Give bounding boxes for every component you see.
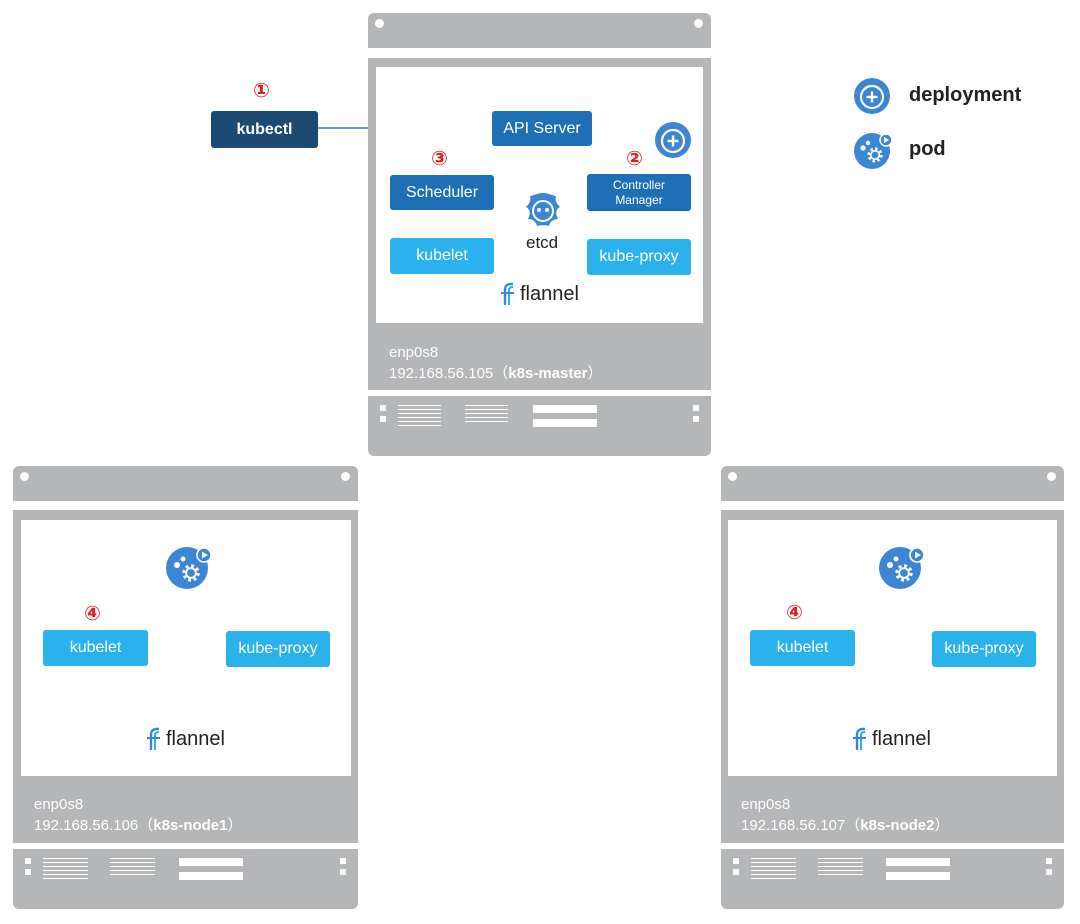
node2-step-4-marker: ④ [786, 602, 803, 624]
node1-hostname: k8s-node1 [153, 817, 228, 834]
node2-flannel-label: flannel [872, 727, 931, 750]
node2-kube-proxy-box: kube-proxy [932, 631, 1036, 667]
node1-network-info: enp0s8 192.168.56.106（k8s-node1） [34, 796, 243, 834]
master-chassis-top [368, 13, 711, 48]
node2-network-info: enp0s8 192.168.56.107（k8s-node2） [741, 796, 950, 834]
master-interface: enp0s8 [389, 344, 439, 361]
node1-kubelet-box: kubelet [43, 630, 148, 666]
node2-chassis-top [721, 466, 1064, 501]
scheduler-box: Scheduler [390, 175, 494, 210]
master-flannel-label: flannel [520, 282, 579, 305]
master-network-info: enp0s8 192.168.56.105（k8s-master） [389, 344, 603, 382]
flannel-icon [853, 727, 866, 750]
master-chassis-bottom [368, 396, 711, 456]
kubectl-box: kubectl [211, 111, 318, 148]
controller-manager-line1: Controller [612, 177, 666, 192]
node1-interface: enp0s8 [34, 796, 84, 813]
node1-kube-proxy-box: kube-proxy [226, 631, 330, 667]
master-deployment-icon [655, 122, 691, 158]
node1-chassis-bottom [13, 849, 358, 909]
node2-interface: enp0s8 [741, 796, 791, 813]
node2-kubelet-box: kubelet [750, 630, 855, 666]
step-1-marker: ① [253, 80, 270, 102]
master-ip: 192.168.56.105 [389, 365, 494, 382]
master-kubelet-box: kubelet [390, 238, 494, 274]
etcd-label: etcd [526, 233, 559, 252]
node1-chassis-top [13, 466, 358, 501]
flannel-icon [147, 727, 160, 750]
controller-manager-box: Controller Manager [587, 174, 691, 211]
step-2-marker: ② [626, 148, 643, 170]
node2-pod-icon [879, 547, 925, 589]
node1-flannel-logo: flannel [146, 727, 225, 751]
master-flannel-logo: flannel [500, 282, 579, 306]
master-kube-proxy-box: kube-proxy [587, 239, 691, 275]
node2-flannel-logo: flannel [852, 727, 931, 751]
pod-icon [854, 133, 893, 169]
node1-step-4-marker: ④ [84, 603, 101, 625]
controller-manager-line2: Manager [615, 192, 663, 207]
node1-pod-icon [166, 547, 212, 589]
node1-flannel-label: flannel [166, 727, 225, 750]
etcd-icon [526, 193, 560, 226]
node2-chassis-bottom [721, 849, 1064, 909]
flannel-icon [501, 282, 514, 305]
legend-deployment-label: deployment [909, 84, 1022, 106]
deployment-icon [854, 78, 890, 114]
step-3-marker: ③ [431, 148, 448, 170]
node1-ip: 192.168.56.106 [34, 817, 139, 834]
node2-ip: 192.168.56.107 [741, 817, 846, 834]
legend-pod-label: pod [909, 138, 946, 160]
node2-hostname: k8s-node2 [860, 817, 935, 834]
api-server-box: API Server [492, 111, 592, 146]
master-hostname: k8s-master [508, 365, 588, 382]
